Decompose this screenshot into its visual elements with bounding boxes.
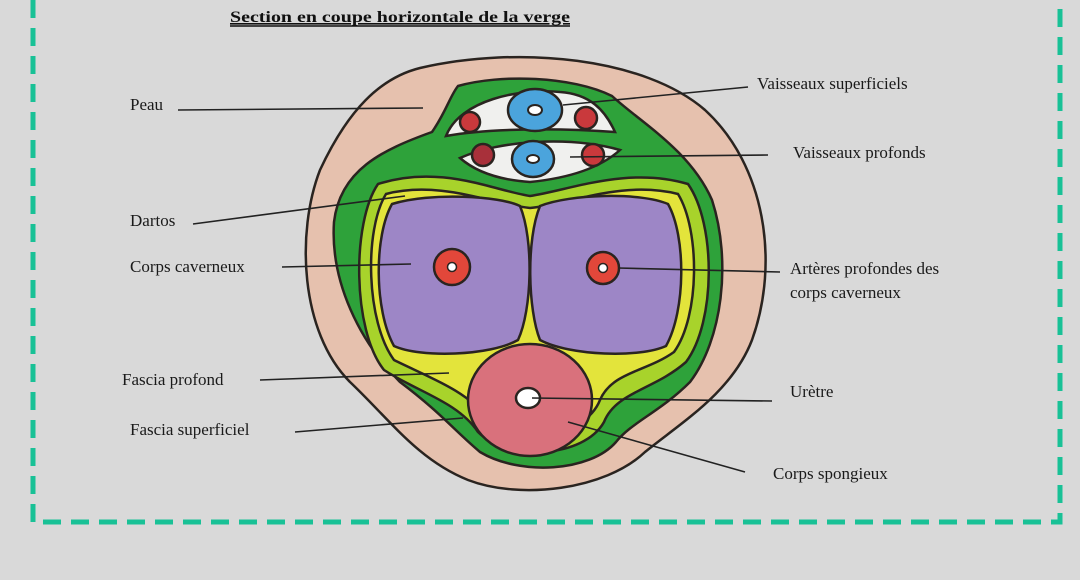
leader-corps-caverneux: [281, 263, 412, 268]
leader-corps-spongieux: [567, 421, 746, 473]
leader-arteres: [617, 267, 781, 273]
leader-vaisseaux-profonds: [569, 154, 769, 158]
label-dartos: Dartos: [130, 211, 175, 230]
label-peau: Peau: [130, 95, 164, 114]
dashed-frame: [30, 0, 1063, 525]
leader-fascia-profond: [259, 372, 450, 381]
label-fascia-profond: Fascia profond: [122, 370, 224, 389]
leader-vaisseaux-superficiels: [562, 86, 749, 106]
superficial-vein-lumen: [527, 104, 543, 116]
label-vaisseaux-superficiels: Vaisseaux superficiels: [757, 74, 908, 93]
label-arteres-line1: Artères profondes des: [790, 259, 939, 278]
artery-right-lumen: [597, 262, 609, 274]
leader-uretre: [531, 397, 773, 402]
deep-artery-right-icon: [580, 142, 606, 168]
leader-peau: [177, 107, 424, 111]
label-uretre: Urètre: [790, 382, 833, 401]
leader-dartos: [192, 195, 406, 225]
artery-left-lumen: [446, 261, 458, 273]
diagram-title: Section en coupe horizontale de la verge: [230, 9, 570, 26]
deep-vein-lumen: [526, 154, 540, 164]
label-arteres-line2: corps caverneux: [790, 283, 901, 302]
deep-artery-left-icon: [470, 142, 496, 168]
label-fascia-superficiel: Fascia superficiel: [130, 420, 250, 439]
superficial-artery-left-icon: [458, 110, 482, 134]
label-corps-caverneux: Corps caverneux: [130, 257, 245, 276]
label-vaisseaux-profonds: Vaisseaux profonds: [793, 143, 926, 162]
superficial-artery-right-icon: [573, 105, 599, 131]
label-corps-spongieux: Corps spongieux: [773, 464, 888, 483]
leader-fascia-superficiel: [294, 417, 464, 433]
